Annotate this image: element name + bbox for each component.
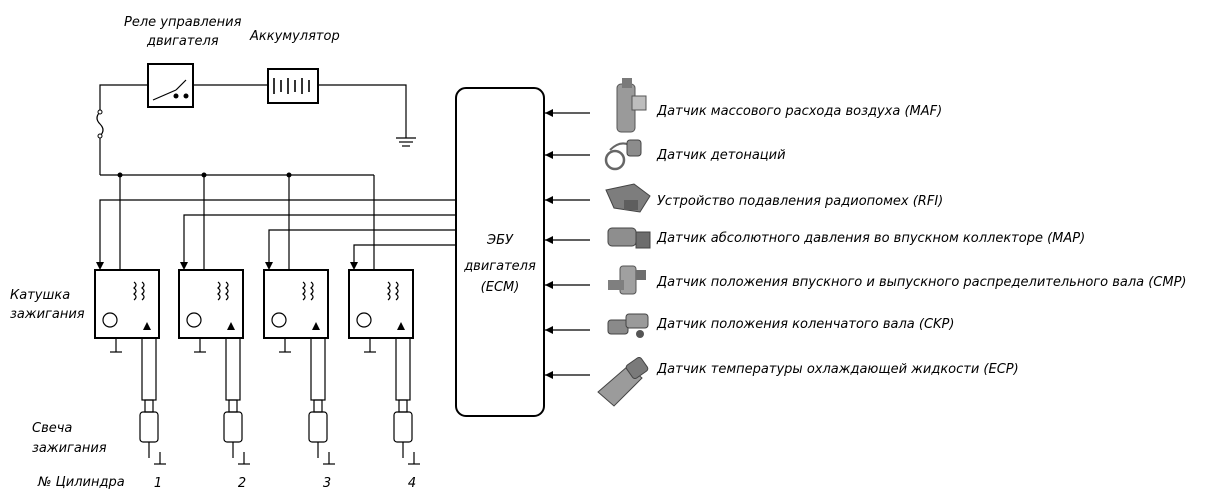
cylinder-number-2: 2 xyxy=(238,476,246,491)
relay-symbol xyxy=(147,63,194,108)
coil-assembly-1 xyxy=(94,269,166,465)
ecm-label-line1: ЭБУ xyxy=(486,233,514,248)
coil-label-line2: зажигания xyxy=(10,307,85,322)
plug-label-line2: зажигания xyxy=(32,441,107,456)
coil-assembly-3 xyxy=(263,269,335,465)
ignition-coil-3 xyxy=(263,269,329,339)
plug-label-line1: Свеча xyxy=(32,421,72,436)
relay-label-line1: Реле управления xyxy=(124,15,242,30)
sensor-label-ect: Датчик температуры охлаждающей жидкости … xyxy=(656,362,1019,377)
sensor-label-knock: Датчик детонаций xyxy=(656,148,786,163)
relay-label-line2: двигателя xyxy=(146,34,219,49)
sensor-label-map: Датчик абсолютного давления во впускном … xyxy=(656,231,1085,246)
ecm-label-line2: двигателя xyxy=(463,259,536,274)
spark-plug-4 xyxy=(393,411,413,443)
rfi-suppressor-icon xyxy=(605,183,651,213)
ckp-sensor-icon xyxy=(607,313,649,338)
cylinder-number-3: 3 xyxy=(323,476,331,491)
spark-plug-3 xyxy=(308,411,328,443)
map-sensor-icon xyxy=(607,227,651,249)
cmp-sensor-icon xyxy=(608,265,646,295)
sensor-label-ckp: Датчик положения коленчатого вала (CKP) xyxy=(656,317,954,332)
spark-plug-2 xyxy=(223,411,243,443)
cylinder-label: № Цилиндра xyxy=(37,475,125,490)
cylinder-number-4: 4 xyxy=(408,476,416,491)
cylinder-number-1: 1 xyxy=(154,476,162,491)
coil-assembly-2 xyxy=(178,269,250,465)
power-wiring xyxy=(96,84,456,283)
battery-symbol xyxy=(267,68,319,104)
spark-plug-1 xyxy=(139,411,159,443)
coil-assembly-4 xyxy=(348,269,420,465)
sensor-label-rfi: Устройство подавления радиопомех (RFI) xyxy=(657,194,943,209)
sensor-label-maf: Датчик массового расхода воздуха (MAF) xyxy=(656,104,942,119)
ect-sensor-icon xyxy=(597,356,649,407)
battery-label: Аккумулятор xyxy=(249,29,340,44)
ecm-label-line3: (ECM) xyxy=(481,280,520,295)
sensor-arrows xyxy=(545,109,590,379)
coil-label-line1: Катушка xyxy=(10,288,70,303)
knock-sensor-icon xyxy=(604,139,642,171)
ecm-block xyxy=(455,87,545,417)
maf-sensor-icon xyxy=(616,78,647,133)
sensor-label-cmp: Датчик положения впускного и выпускного … xyxy=(656,275,1187,290)
